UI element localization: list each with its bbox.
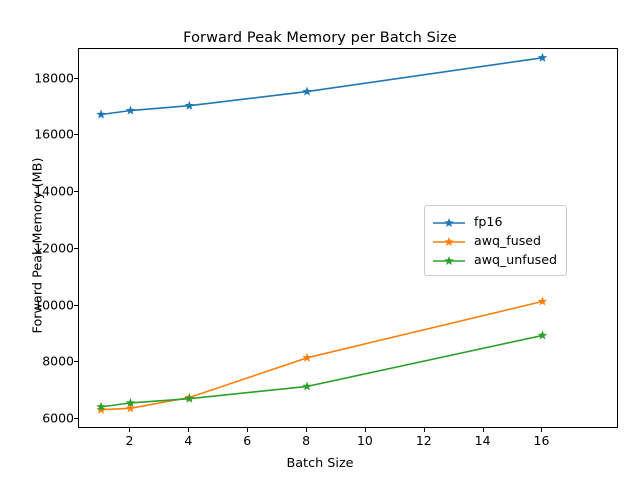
marker-awq_fused	[302, 352, 312, 362]
legend-label: fp16	[474, 214, 503, 229]
legend-swatch-icon	[432, 253, 466, 267]
marker-awq_unfused	[96, 401, 106, 411]
marker-awq_unfused	[537, 330, 548, 340]
legend-swatch-icon	[432, 234, 466, 248]
y-tick-mark	[74, 247, 78, 249]
y-tick-label: 16000	[34, 126, 74, 142]
y-tick-label: 18000	[34, 70, 74, 86]
y-tick-label: 12000	[34, 240, 74, 256]
x-tick-mark	[482, 428, 484, 432]
legend-swatch-icon	[432, 215, 466, 229]
x-tick-mark	[364, 428, 366, 432]
marker-awq_fused	[125, 403, 136, 413]
y-tick-mark	[74, 304, 78, 306]
x-tick-mark	[247, 428, 249, 432]
legend-label: awq_unfused	[474, 252, 557, 267]
legend-item-fp16: fp16	[432, 212, 557, 231]
y-tick-label: 10000	[34, 297, 74, 313]
x-tick-mark	[541, 428, 543, 432]
x-tick-mark	[423, 428, 425, 432]
x-tick-label: 2	[125, 433, 134, 448]
x-tick-mark	[188, 428, 190, 432]
y-tick-mark	[74, 77, 78, 79]
line-awq_fused	[101, 300, 543, 411]
x-tick-label: 6	[243, 433, 252, 448]
series-fp16	[96, 52, 548, 119]
marker-fp16	[125, 105, 136, 115]
line-fp16	[100, 56, 543, 116]
x-tick-label: 4	[184, 433, 193, 448]
marker-fp16	[184, 100, 195, 110]
legend-label: awq_fused	[474, 233, 542, 248]
x-tick-label: 12	[415, 433, 432, 448]
legend-item-awq_fused: awq_fused	[432, 231, 557, 250]
y-tick-mark	[74, 191, 78, 193]
series-awq_fused	[96, 296, 548, 414]
marker-awq_fused	[96, 404, 106, 414]
y-tick-label: 14000	[34, 183, 74, 199]
y-tick-mark	[74, 418, 78, 420]
y-tick-mark	[74, 361, 78, 363]
marker-awq_fused	[537, 296, 548, 306]
marker-awq_unfused	[125, 397, 136, 407]
marker-fp16	[537, 52, 548, 62]
chart-title: Forward Peak Memory per Batch Size	[183, 30, 457, 46]
marker-fp16	[302, 86, 312, 96]
y-tick-mark	[74, 134, 78, 136]
marker-fp16	[96, 109, 106, 119]
x-tick-label: 14	[474, 433, 491, 448]
series-awq_unfused	[96, 330, 548, 411]
x-axis-label: Batch Size	[286, 456, 354, 471]
x-tick-label: 10	[356, 433, 373, 448]
x-tick-label: 8	[302, 433, 311, 448]
legend-item-awq_unfused: awq_unfused	[432, 250, 557, 269]
marker-awq_unfused	[302, 381, 312, 391]
y-tick-label: 6000	[42, 410, 74, 426]
line-awq_unfused	[100, 334, 543, 408]
x-tick-mark	[129, 428, 131, 432]
y-tick-label: 8000	[42, 353, 74, 369]
x-tick-label: 16	[533, 433, 550, 448]
legend: fp16 awq_fused awq_unfused	[424, 205, 567, 276]
marker-awq_unfused	[184, 393, 195, 403]
series-lines	[96, 52, 548, 414]
x-tick-mark	[306, 428, 308, 432]
